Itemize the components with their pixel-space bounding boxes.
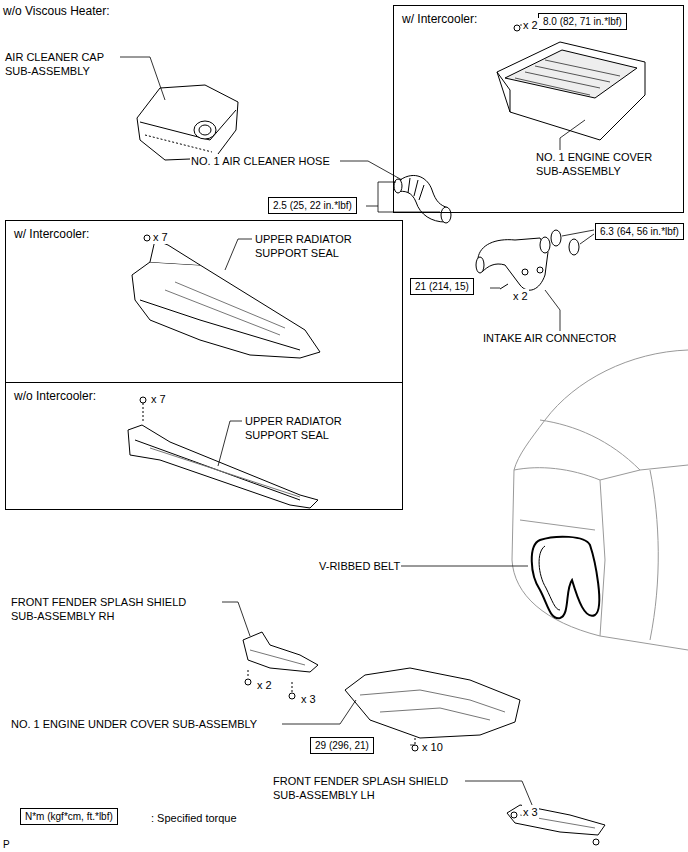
torque-spec: 21 (214, 15) xyxy=(410,278,474,295)
variant-frame: w/ Intercooler: 8.0 (82, 71 in.*lbf) xyxy=(393,5,684,213)
splash-shield-rh xyxy=(243,632,318,699)
quantity: x 2 xyxy=(256,678,273,692)
torque-value: 29 (296, 21) xyxy=(315,739,369,752)
part-name: AIR CLEANER CAP SUB-ASSEMBLY xyxy=(4,50,118,78)
torque-value: 2.5 (25, 22 in.*lbf) xyxy=(273,199,352,212)
legend-text: : Specified torque xyxy=(150,811,238,825)
v-ribbed-belt xyxy=(532,537,600,618)
condition-note: w/o Viscous Heater: xyxy=(2,4,111,18)
frame-heading: w/o Intercooler: xyxy=(6,383,104,409)
variant-frame: w/o Intercooler: xyxy=(5,382,403,510)
torque-spec: 2.5 (25, 22 in.*lbf) xyxy=(268,197,357,214)
part-name: INTAKE AIR CONNECTOR xyxy=(482,331,617,345)
frame-heading: w/ Intercooler: xyxy=(394,6,485,32)
torque-value: 21 (214, 15) xyxy=(415,280,469,293)
torque-value: 8.0 (82, 71 in.*lbf) xyxy=(543,15,622,28)
splash-shield-lh xyxy=(507,805,605,845)
part-name: FRONT FENDER SPLASH SHIELD SUB-ASSEMBLY … xyxy=(272,774,464,802)
quantity: x 7 xyxy=(152,230,169,244)
part-name: UPPER RADIATOR SUPPORT SEAL xyxy=(254,232,368,260)
part-name: V-RIBBED BELT xyxy=(318,559,401,573)
torque-value: N*m (kgf*cm, ft.*lbf) xyxy=(25,810,113,823)
part-name: NO. 1 ENGINE UNDER COVER SUB-ASSEMBLY xyxy=(10,717,258,731)
torque-value: 6.3 (64, 56 in.*lbf) xyxy=(600,225,679,238)
torque-spec: 8.0 (82, 71 in.*lbf) xyxy=(538,13,627,30)
air-cleaner-hose xyxy=(394,175,451,223)
torque-spec: 6.3 (64, 56 in.*lbf) xyxy=(595,223,684,240)
engine-cover xyxy=(497,25,645,140)
page-mark: P xyxy=(2,838,11,852)
vehicle-outline xyxy=(512,350,688,650)
quantity: x 2 xyxy=(522,18,539,32)
frame-heading: w/ Intercooler: xyxy=(6,221,97,247)
part-name: NO. 1 ENGINE COVER SUB-ASSEMBLY xyxy=(535,150,665,178)
quantity: x 3 xyxy=(300,692,317,706)
quantity: x 3 xyxy=(522,805,539,819)
air-cleaner-cap xyxy=(137,85,238,160)
quantity: x 10 xyxy=(421,740,444,754)
leader-lines xyxy=(120,25,594,812)
part-name: UPPER RADIATOR SUPPORT SEAL xyxy=(244,414,358,442)
torque-unit-key: N*m (kgf*cm, ft.*lbf) xyxy=(20,808,118,825)
torque-spec: 29 (296, 21) xyxy=(310,737,374,754)
intake-air-connector xyxy=(476,230,579,290)
quantity: x 7 xyxy=(150,392,167,406)
part-name: NO. 1 AIR CLEANER HOSE xyxy=(190,154,331,168)
quantity: x 2 xyxy=(512,289,529,303)
part-name: FRONT FENDER SPLASH SHIELD SUB-ASSEMBLY … xyxy=(10,595,202,623)
